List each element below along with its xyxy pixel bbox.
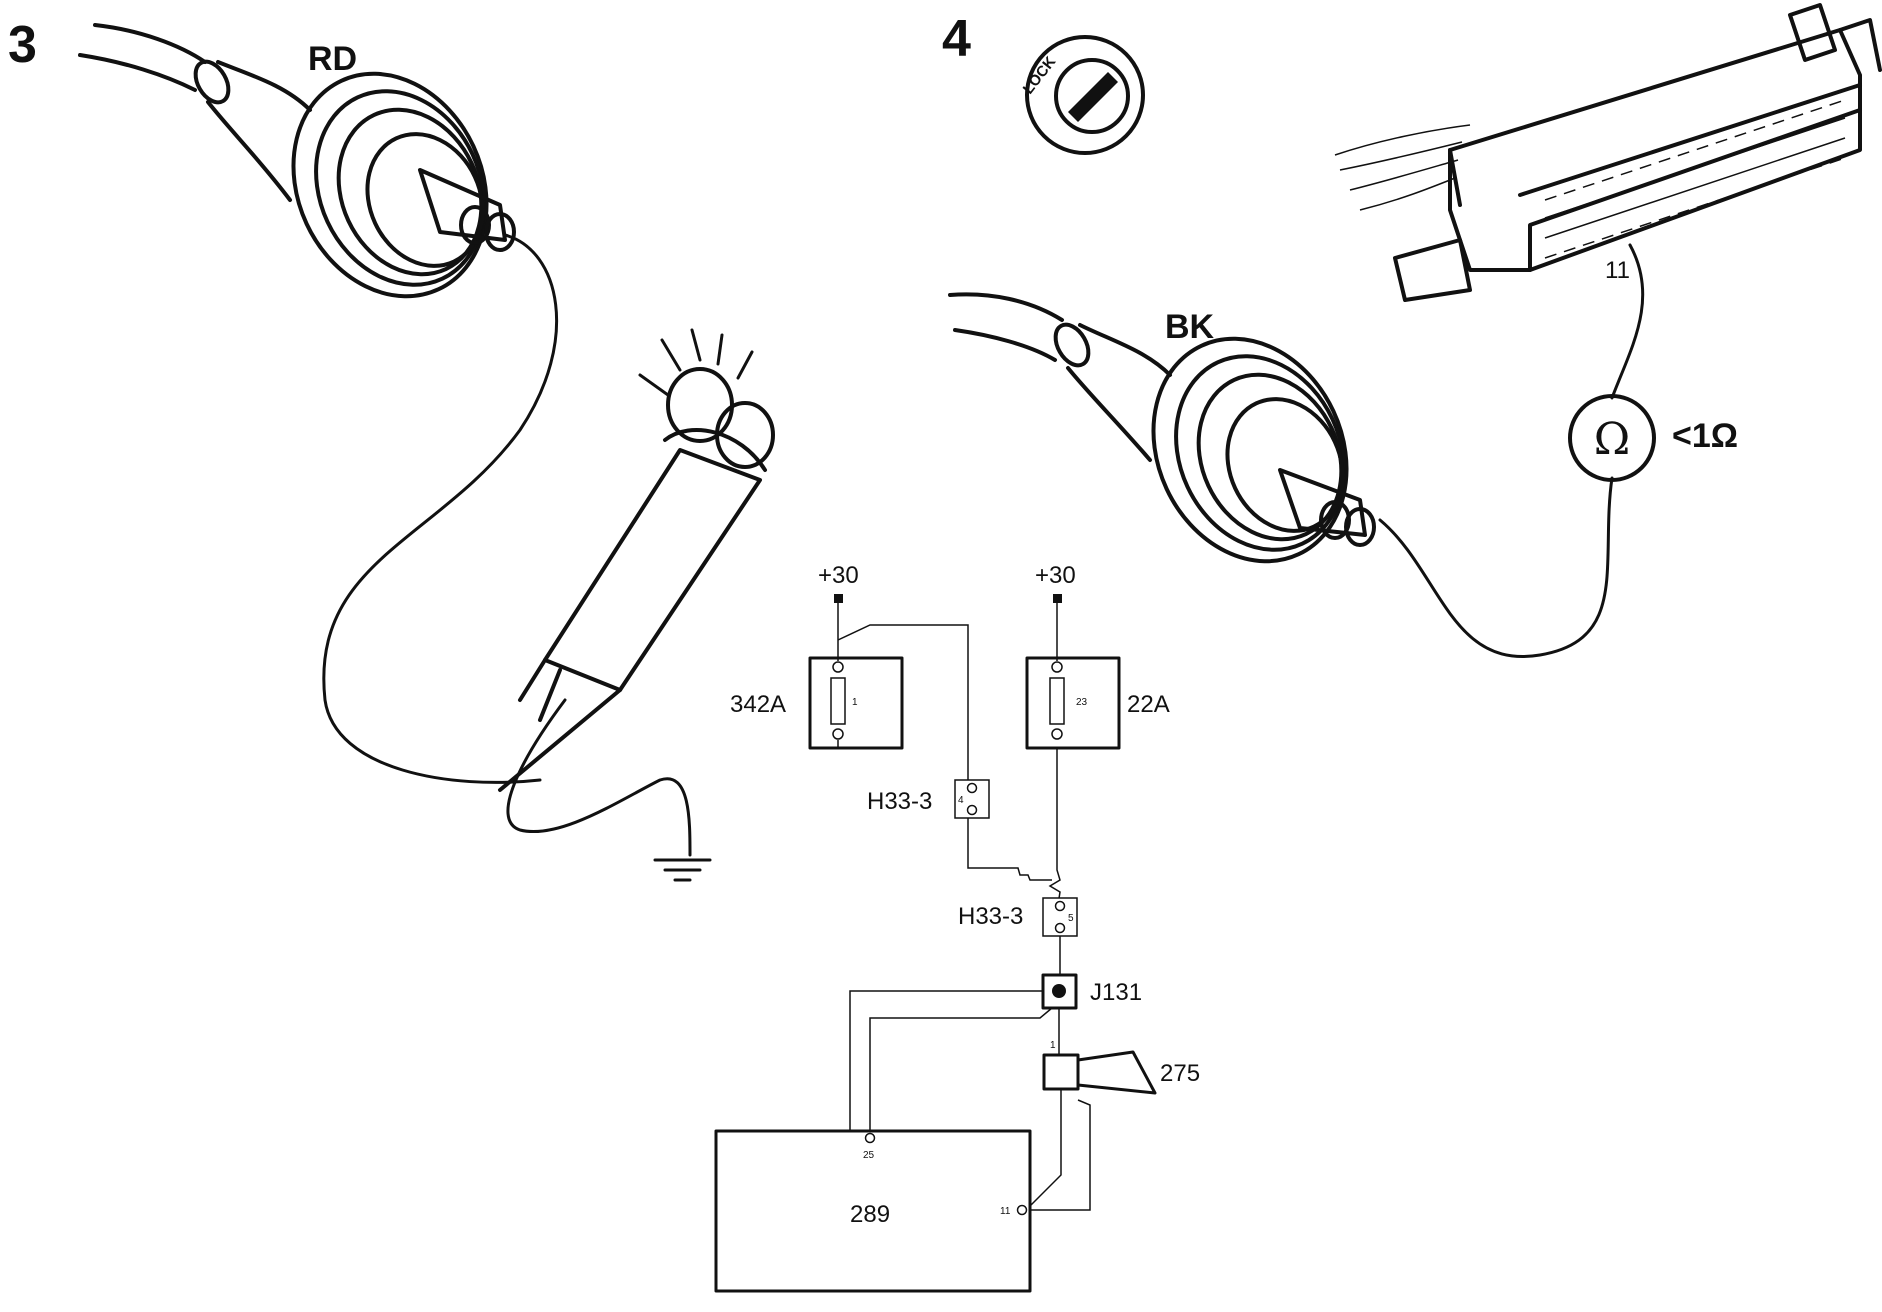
wire-j131-to-module-pin-25-b bbox=[869, 1007, 1053, 1133]
fuse-right-label: 22A bbox=[1127, 691, 1170, 718]
horn-icon bbox=[1042, 1050, 1157, 1095]
wiring-schematic: +30 +30 1 342A 23 22A bbox=[714, 562, 1200, 1293]
ohmmeter-lead-lower bbox=[1378, 476, 1614, 658]
junction-j131 bbox=[1041, 973, 1078, 1010]
fuse-left-number: 1 bbox=[852, 697, 858, 708]
wire-j131-to-module-pin-25-a bbox=[849, 990, 1043, 1133]
wire-horn-to-module-b bbox=[1028, 1099, 1091, 1211]
supply-left-label: +30 bbox=[818, 562, 859, 589]
bk-connector-plug bbox=[1053, 322, 1376, 564]
panel-3-number: 3 bbox=[8, 16, 37, 74]
bk-cable bbox=[948, 292, 1064, 362]
wire-h33-3-pin-4-to-splice bbox=[967, 818, 1052, 881]
lamp-ground-lead bbox=[506, 698, 692, 857]
horn-label: 275 bbox=[1160, 1060, 1200, 1087]
test-lamp bbox=[498, 328, 775, 792]
connector-pin-slots bbox=[1544, 99, 1846, 259]
wire-horn-to-module-a bbox=[1027, 1089, 1062, 1209]
connector-lower-label: H33-3 bbox=[958, 903, 1023, 930]
fuse-22a: 23 bbox=[1025, 603, 1121, 750]
fuse-left-label: 342A bbox=[730, 691, 786, 718]
connector-upper-pin: 4 bbox=[958, 795, 964, 806]
ground-symbol bbox=[653, 858, 712, 882]
connector-upper-label: H33-3 bbox=[867, 788, 932, 815]
rd-cable bbox=[78, 23, 207, 92]
horn-pin-top: 1 bbox=[1050, 1040, 1056, 1051]
junction-label: J131 bbox=[1090, 979, 1142, 1006]
panel-4: 4 LOCK 11 bbox=[942, 3, 1882, 658]
connector-h33-3-pin-5: 5 bbox=[1042, 897, 1078, 937]
lamp-glow-rays bbox=[638, 328, 754, 397]
wire-left-supply-to-h33-3 bbox=[837, 624, 969, 782]
panel-3: 3 RD bbox=[8, 16, 775, 882]
wire-color-rd-label: RD bbox=[308, 40, 357, 78]
rd-connector-plug bbox=[193, 59, 516, 299]
connector-lower-pin: 5 bbox=[1068, 913, 1074, 924]
connector-pin-number: 11 bbox=[1605, 257, 1630, 284]
fuse-right-number: 23 bbox=[1076, 697, 1088, 708]
module-289: 25 11 289 bbox=[714, 1129, 1032, 1293]
module-pin-top: 25 bbox=[863, 1150, 875, 1161]
supply-right-terminal bbox=[1053, 594, 1062, 603]
panel-4-number: 4 bbox=[942, 10, 971, 68]
ignition-lock-icon: LOCK bbox=[1020, 35, 1145, 155]
ecu-connector-block: 11 bbox=[1334, 3, 1882, 302]
module-pin-right: 11 bbox=[1000, 1206, 1011, 1217]
ohmmeter-icon: Ω bbox=[1568, 394, 1656, 482]
connector-h33-3-pin-4: 4 bbox=[954, 779, 990, 819]
resistance-reading: <1Ω bbox=[1672, 417, 1738, 455]
wire-color-bk-label: BK bbox=[1165, 308, 1215, 346]
wire-22a-to-h33-3 bbox=[1048, 748, 1061, 906]
ohmmeter-lead-upper bbox=[1610, 243, 1645, 400]
rd-probe-lead bbox=[322, 233, 559, 784]
ohmmeter-symbol: Ω bbox=[1594, 414, 1630, 465]
supply-right-label: +30 bbox=[1035, 562, 1076, 589]
supply-left-terminal bbox=[834, 594, 843, 603]
fuse-342a: 1 bbox=[808, 603, 904, 750]
module-label: 289 bbox=[850, 1201, 890, 1228]
